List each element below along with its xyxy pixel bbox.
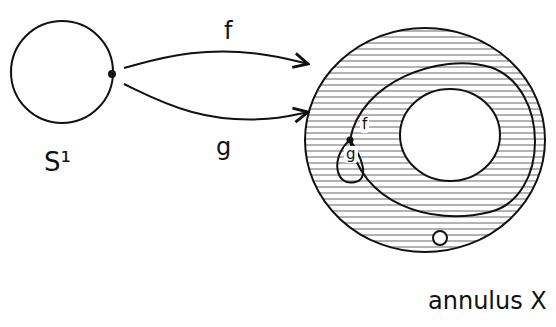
- circle-outline: [11, 21, 113, 123]
- space-label: annulus X: [428, 288, 547, 314]
- map-arrow: [124, 84, 308, 119]
- base-point: [108, 70, 116, 78]
- loop-f: [350, 63, 535, 216]
- loop-g: [337, 140, 363, 183]
- loop-label: f: [360, 116, 369, 133]
- map-arrow: [124, 52, 308, 68]
- outer-boundary: [305, 28, 545, 252]
- inner-boundary: [400, 89, 500, 181]
- map-label: f: [222, 18, 234, 44]
- circle-node: S¹: [8, 18, 116, 193]
- map-label: g: [214, 134, 233, 160]
- small-loop: [433, 231, 447, 245]
- annulus-node: annulus X: [300, 22, 550, 322]
- base-point: [347, 137, 354, 144]
- node-outline: [300, 22, 550, 322]
- hatching: [305, 28, 545, 252]
- space-label: S¹: [44, 148, 71, 177]
- loop-label: g: [344, 146, 358, 163]
